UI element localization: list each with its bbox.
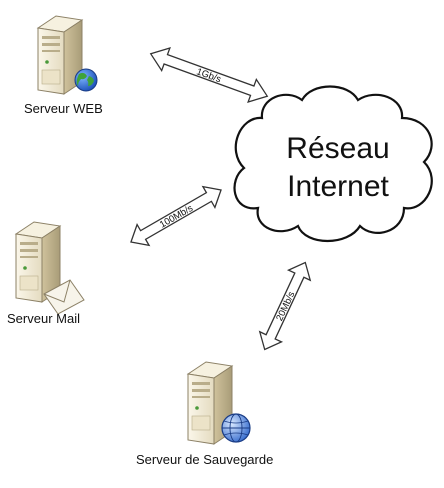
- cloud-label: Réseau Internet: [244, 130, 432, 206]
- cloud-label-line1: Réseau: [286, 132, 390, 165]
- backup-server: [186, 361, 234, 445]
- internet-cloud: [233, 85, 433, 243]
- mail-server-label: Serveur Mail: [7, 311, 80, 326]
- globe-icon: [74, 68, 98, 92]
- web-server: [36, 15, 84, 95]
- link-arrow-backup: 20Mb/s: [258, 261, 312, 351]
- link-arrow-web: 1Gb/s: [149, 46, 269, 104]
- cloud-label-line2: Internet: [287, 170, 389, 203]
- link-label-backup: 20Mb/s: [274, 290, 297, 323]
- link-label-web: 1Gb/s: [195, 66, 223, 85]
- backup-server-label: Serveur de Sauvegarde: [136, 452, 274, 467]
- envelope-icon: [43, 279, 85, 315]
- link-arrow-mail: 100Mb/s: [130, 185, 222, 247]
- network-globe-icon: [221, 413, 251, 443]
- web-server-label: Serveur WEB: [24, 101, 103, 116]
- mail-server: [14, 221, 62, 303]
